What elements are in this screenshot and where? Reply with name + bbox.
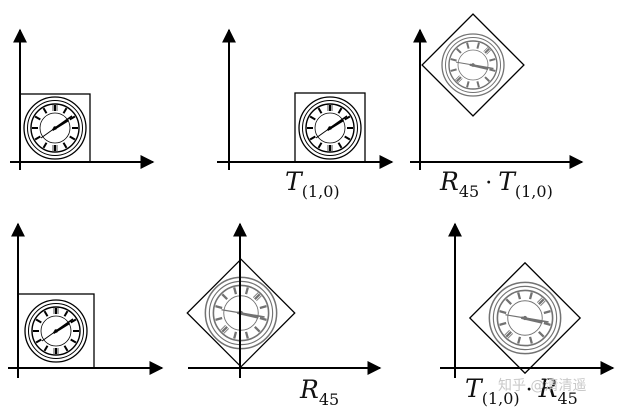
panel-translate: T(1,0) bbox=[217, 28, 394, 201]
panel-identity bbox=[10, 28, 155, 170]
clock-frame bbox=[468, 261, 582, 375]
panel-rotate: R45 bbox=[186, 222, 382, 409]
panel-rotate-after-translate: R45·T(1,0) bbox=[410, 13, 584, 201]
clock-icon bbox=[24, 299, 88, 363]
clock-icon bbox=[428, 20, 518, 110]
transform-label: T(1,0)·R45 bbox=[465, 374, 578, 408]
clock-frame bbox=[17, 293, 95, 369]
clock-icon bbox=[189, 261, 293, 365]
transform-label: R45 bbox=[299, 375, 339, 409]
clock-frame bbox=[19, 93, 91, 163]
clock-frame bbox=[294, 92, 366, 163]
clock-icon bbox=[298, 96, 362, 160]
panel-translate-after-rotate: T(1,0)·R45 bbox=[440, 222, 615, 408]
clock-icon bbox=[473, 266, 577, 370]
transform-label: T(1,0) bbox=[285, 167, 340, 201]
clock-frame bbox=[186, 258, 296, 368]
transform-label: R45·T(1,0) bbox=[439, 167, 553, 201]
clock-icon bbox=[23, 96, 87, 160]
panel-identity-2 bbox=[8, 222, 164, 378]
clock-frame bbox=[421, 13, 525, 117]
watermark-text: 知乎 @清清遥 bbox=[498, 377, 586, 394]
